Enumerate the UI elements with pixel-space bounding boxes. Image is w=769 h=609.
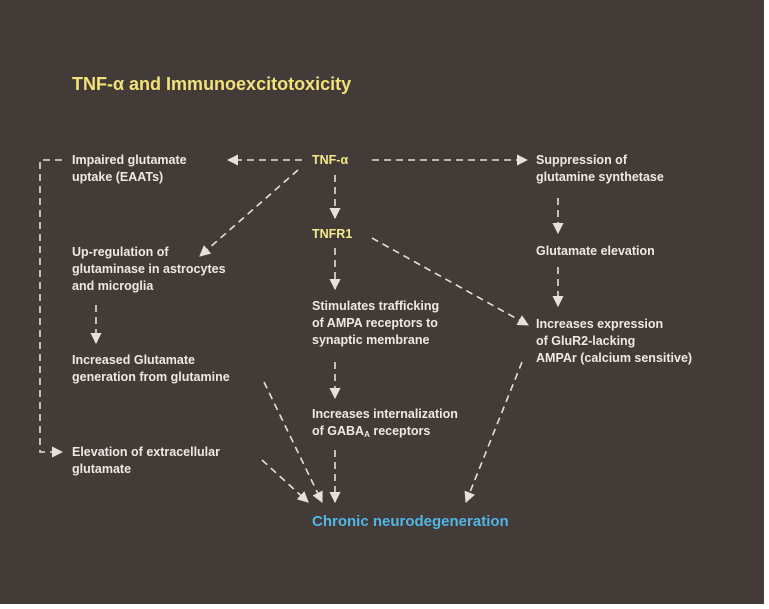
- arrow-generation-to-chronic: [263, 381, 323, 504]
- node-elevation-extracellular: Elevation of extracellular glutamate: [72, 445, 220, 476]
- node-increases-expression: Increases expression of GluR2-lacking AM…: [536, 317, 693, 365]
- arrow-expression-to-chronic: [464, 361, 523, 504]
- node-glutamate-elevation: Glutamate elevation: [536, 244, 655, 258]
- diagram-title: TNF-α and Immunoexcitotoxicity: [72, 74, 352, 94]
- arrow-tnfr1-to-expression: [371, 237, 529, 326]
- node-tnfr1: TNFR1: [312, 227, 353, 241]
- node-increases-internalization: Increases internalization of GABAA recep…: [312, 407, 458, 439]
- node-impaired-uptake: Impaired glutamate uptake (EAATs): [72, 153, 187, 184]
- node-upregulation-glutaminase: Up-regulation of glutaminase in astrocyt…: [72, 245, 226, 293]
- arrow-tnf-to-upregulation: [199, 169, 299, 257]
- arrow-elevation-to-chronic: [261, 459, 309, 503]
- node-stimulates-trafficking: Stimulates trafficking of AMPA receptors…: [312, 299, 440, 347]
- node-tnf-alpha: TNF-α: [312, 153, 349, 167]
- node-increased-generation: Increased Glutamate generation from glut…: [72, 353, 230, 384]
- arrow-impaired-to-elevation: [39, 159, 64, 458]
- node-chronic-neurodegeneration: Chronic neurodegeneration: [312, 513, 509, 530]
- node-suppression-synthetase: Suppression of glutamine synthetase: [536, 153, 664, 184]
